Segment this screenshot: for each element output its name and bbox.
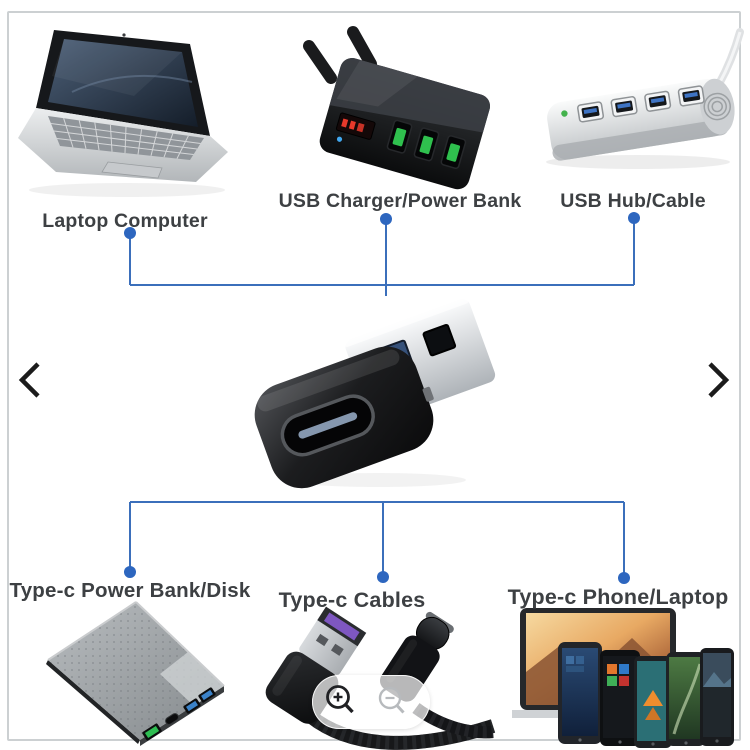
magnifier-plus-icon: [326, 685, 354, 714]
usb-hub-image: [546, 28, 744, 169]
usb-c-adapter-image: [254, 297, 496, 489]
status-led: [561, 110, 568, 117]
zoom-out-button[interactable]: [374, 684, 414, 724]
label-type-c-phone-laptop: Type-c Phone/Laptop: [507, 585, 729, 609]
plug-prong: [347, 26, 377, 70]
phone-laptop-image: [512, 608, 734, 748]
label-laptop-computer: Laptop Computer: [42, 210, 208, 232]
usb-ports: [577, 85, 705, 123]
laptop-computer-image: [18, 30, 228, 197]
power-bank-image: [46, 601, 225, 746]
next-image-button[interactable]: [700, 356, 736, 404]
output-port-usb: [198, 687, 216, 703]
zoom-controls: [312, 675, 430, 729]
output-port-usb: [183, 698, 201, 714]
usb-charger-image: [303, 26, 491, 190]
magnifier-minus-icon: [378, 686, 405, 714]
input-port: [165, 713, 179, 725]
status-led: [336, 136, 343, 142]
usb-ports: [386, 119, 467, 170]
label-type-c-power-bank-disk: Type-c Power Bank/Disk: [9, 579, 251, 602]
chevron-right-icon: [708, 362, 730, 398]
label-usb-charger-power-bank: USB Charger/Power Bank: [278, 190, 522, 212]
previous-image-button[interactable]: [12, 356, 48, 404]
output-port-green: [142, 723, 162, 741]
label-type-c-cables: Type-c Cables: [278, 588, 426, 612]
label-usb-hub-cable: USB Hub/Cable: [560, 190, 706, 212]
zoom-in-button[interactable]: [322, 682, 362, 722]
chevron-left-icon: [18, 362, 40, 398]
smartphones: [558, 642, 734, 748]
plug-prong: [303, 40, 337, 84]
